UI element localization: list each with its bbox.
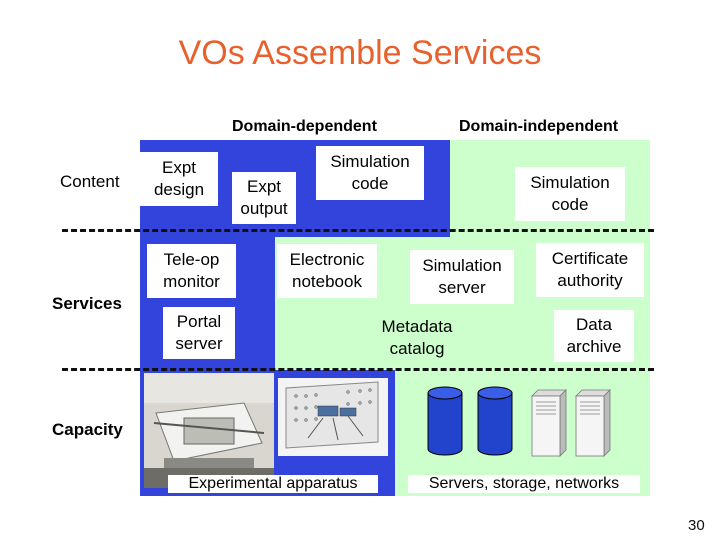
separator-content-services [62,229,654,232]
box-portal-server: Portal server [163,307,235,359]
caption-servers-storage-networks: Servers, storage, networks [408,475,640,493]
database-cylinder-icon [477,386,513,456]
caption-experimental-apparatus: Experimental apparatus [168,475,378,493]
box-certificate-authority: Certificate authority [536,243,644,297]
row-label-services: Services [52,294,122,313]
row-label-content: Content [60,172,120,191]
row-label-capacity: Capacity [52,420,123,439]
box-simulation-server: Simulation server [410,250,514,304]
box-simulation-code-dependent: Simulation code [316,146,424,200]
box-electronic-notebook-label: Electronic notebook [289,250,365,291]
box-electronic-notebook: Electronic notebook [277,244,377,298]
box-expt-output: Expt output [232,172,296,224]
box-data-archive: Data archive [554,310,634,362]
box-certificate-authority-label: Certificate authority [551,249,629,290]
server-tower-icon [575,389,611,457]
box-expt-design-label: Expt design [153,158,205,199]
box-metadata-catalog: Metadata catalog [365,316,469,360]
box-simulation-code-independent-label: Simulation code [530,173,610,214]
box-teleop-monitor: Tele-op monitor [147,244,236,298]
database-cylinder-icon [427,386,463,456]
database-cylinders [427,386,513,456]
box-metadata-catalog-label: Metadata catalog [381,317,453,358]
header-domain-dependent: Domain-dependent [232,118,377,135]
server-tower-icon [531,389,567,457]
box-simulation-server-label: Simulation server [422,256,502,297]
apparatus-drawing-image [278,378,388,456]
apparatus-drawing [278,378,388,456]
slide-title: VOs Assemble Services [178,34,542,72]
box-portal-server-label: Portal server [175,312,223,353]
box-teleop-monitor-label: Tele-op monitor [163,250,220,291]
box-data-archive-label: Data archive [566,315,622,356]
page-number: 30 [688,517,705,534]
separator-services-capacity [62,368,654,371]
box-expt-design: Expt design [140,152,218,206]
apparatus-photo [144,373,274,488]
box-expt-output-label: Expt output [240,177,288,218]
apparatus-photo-image [144,373,274,488]
server-towers [531,389,611,457]
header-domain-independent: Domain-independent [459,118,619,135]
box-simulation-code-dependent-label: Simulation code [330,152,410,193]
box-simulation-code-independent: Simulation code [515,167,625,221]
